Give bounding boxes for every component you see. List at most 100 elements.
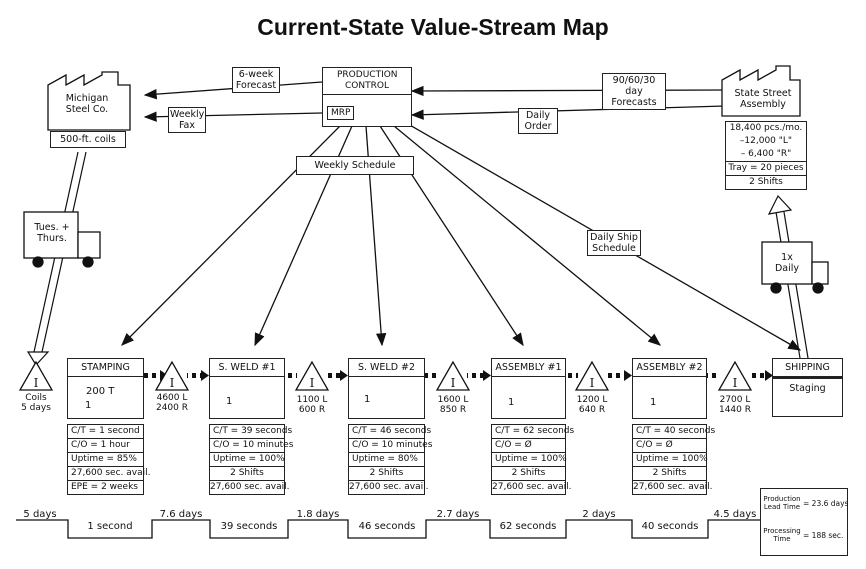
- process-name: STAMPING: [68, 359, 143, 377]
- summary-box: Production Lead Time = 23.6 days Process…: [760, 488, 848, 556]
- timeline-days: 2 days: [582, 509, 616, 520]
- timeline-ladder: [16, 519, 760, 539]
- truck-icon: [761, 241, 829, 294]
- daily-order-arrow: [410, 105, 726, 120]
- timeline-seconds: 1 second: [87, 521, 133, 532]
- customer-demand-r: – 6,400 "R": [726, 148, 806, 162]
- data-row: EPE = 2 weeks: [71, 482, 138, 492]
- process-name: ASSEMBLY #1: [492, 359, 565, 377]
- data-row: 27,600 sec. avail.: [349, 482, 429, 492]
- data-row: C/O = 1 hour: [68, 439, 143, 453]
- data-row: C/O = 10 minutes: [210, 439, 293, 453]
- supplier-material: 500-ft. coils: [50, 131, 126, 148]
- data-row: C/T = 62 seconds: [492, 425, 574, 439]
- process-box-assembly1: ASSEMBLY #1 1: [491, 358, 566, 419]
- data-box-assembly1: C/T = 62 seconds C/O = Ø Uptime = 100% 2…: [491, 424, 574, 495]
- page-title: Current-State Value-Stream Map: [257, 14, 609, 40]
- daily-ship-schedule-label: Daily Ship Schedule: [587, 230, 641, 256]
- forecast-supplier-label: 6-week Forecast: [232, 67, 280, 93]
- timeline-days: 1.8 days: [296, 509, 340, 520]
- data-row: 27,600 sec. avail.: [492, 482, 572, 492]
- svg-text:I: I: [310, 376, 315, 390]
- svg-text:I: I: [170, 376, 175, 390]
- customer-demand: 18,400 pcs./mo.: [729, 123, 803, 133]
- timeline-seconds: 62 seconds: [499, 521, 557, 532]
- svg-text:I: I: [451, 376, 456, 390]
- lead-time-label: Production Lead Time: [763, 495, 801, 511]
- forecast-customer-label: 90/60/30 day Forecasts: [602, 73, 666, 110]
- process-box-stamping: STAMPING 200 T 1: [67, 358, 144, 419]
- data-row: 27,600 sec. avail.: [68, 467, 150, 481]
- inbound-truck-label: Tues. + Thurs.: [34, 222, 70, 244]
- daily-order-label: Daily Order: [518, 108, 558, 134]
- supplier-name: Michigan Steel Co.: [65, 93, 109, 115]
- weekly-schedule-label: Weekly Schedule: [296, 156, 414, 175]
- data-box-weld2: C/T = 46 seconds C/O = 10 minutes Uptime…: [348, 424, 432, 495]
- data-row: Uptime = 80%: [349, 453, 424, 467]
- truck-icon: [23, 211, 101, 268]
- process-box-assembly2: ASSEMBLY #2 1: [632, 358, 707, 419]
- svg-text:I: I: [733, 376, 738, 390]
- shipping-sub: Staging: [789, 383, 826, 394]
- svg-text:I: I: [590, 376, 595, 390]
- timeline-days: 2.7 days: [436, 509, 480, 520]
- timeline-seconds: 39 seconds: [220, 521, 278, 532]
- operator-count: 1: [85, 400, 92, 411]
- customer-shifts: 2 Shifts: [749, 177, 783, 187]
- operator-count: 1: [226, 396, 233, 407]
- process-box-weld2: S. WELD #2 1: [348, 358, 425, 419]
- outbound-truck-label: 1x Daily: [774, 252, 800, 274]
- process-box-weld1: S. WELD #1 1: [209, 358, 285, 419]
- operator-count: 1: [364, 394, 371, 405]
- mrp-label: MRP: [327, 106, 355, 120]
- data-row: 2 Shifts: [349, 467, 424, 481]
- data-row: Uptime = 100%: [210, 453, 285, 467]
- inventory-triangle: [18, 360, 753, 391]
- customer-tray: Tray = 20 pieces: [726, 162, 806, 176]
- production-control-label: PRODUCTION CONTROL: [323, 68, 411, 95]
- customer-factory-icon: [721, 65, 801, 117]
- data-row: C/T = 1 second: [68, 425, 143, 439]
- operator-count: 1: [650, 397, 657, 408]
- shipping-name: SHIPPING: [773, 359, 842, 379]
- data-row: Uptime = 100%: [633, 453, 708, 467]
- data-row: 2 Shifts: [210, 467, 284, 481]
- timeline-days: 5 days: [23, 509, 57, 520]
- data-row: C/T = 39 seconds: [210, 425, 292, 439]
- data-box-weld1: C/T = 39 seconds C/O = 10 minutes Uptime…: [209, 424, 293, 495]
- data-row: 27,600 sec. avail.: [210, 482, 290, 492]
- customer-demand-l: –12,000 "L": [739, 136, 793, 146]
- supplier-factory-icon: [47, 71, 131, 131]
- process-name: S. WELD #1: [210, 359, 284, 377]
- svg-text:I: I: [34, 376, 39, 390]
- data-box-assembly2: C/T = 40 seconds C/O = Ø Uptime = 100% 2…: [632, 424, 715, 495]
- shipping-box: SHIPPING Staging: [772, 358, 843, 417]
- data-row: 2 Shifts: [492, 467, 565, 481]
- data-row: C/O = 10 minutes: [349, 439, 432, 453]
- data-row: C/O = Ø: [633, 439, 706, 453]
- weekly-fax-label: Weekly Fax: [168, 107, 206, 133]
- forecast-customer-arrow: [410, 85, 726, 97]
- data-row: C/T = 46 seconds: [349, 425, 431, 439]
- processing-time-value: = 188 sec.: [803, 531, 844, 540]
- data-row: Uptime = 85%: [68, 453, 143, 467]
- timeline-seconds: 46 seconds: [358, 521, 416, 532]
- process-name: S. WELD #2: [349, 359, 424, 377]
- process-value: 200 T: [86, 386, 115, 397]
- production-control-box: PRODUCTION CONTROL MRP: [322, 67, 412, 127]
- data-box-stamping: C/T = 1 second C/O = 1 hour Uptime = 85%…: [67, 424, 150, 495]
- timeline-days: 7.6 days: [159, 509, 203, 520]
- timeline-days: 4.5 days: [713, 509, 757, 520]
- process-name: ASSEMBLY #2: [633, 359, 706, 377]
- data-row: 2 Shifts: [633, 467, 706, 481]
- lead-time-value: = 23.6 days: [803, 499, 849, 508]
- processing-time-label: Processing Time: [763, 527, 801, 543]
- data-row: 27,600 sec. avail.: [633, 482, 713, 492]
- operator-count: 1: [508, 397, 515, 408]
